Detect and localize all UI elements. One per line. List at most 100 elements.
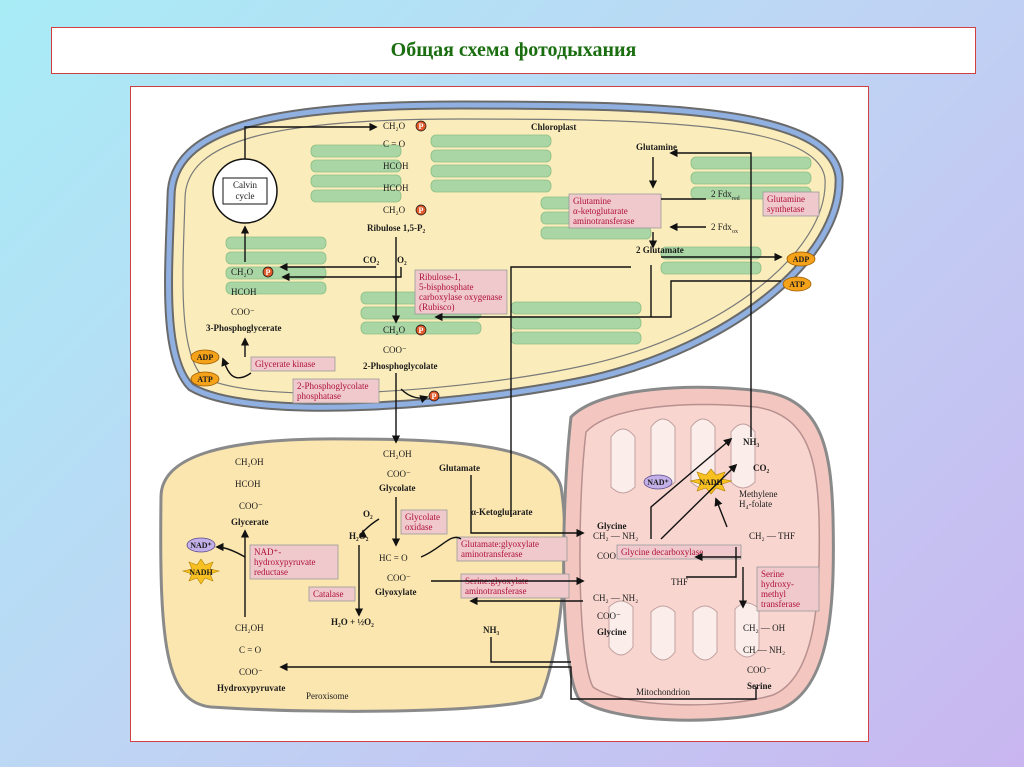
svg-text:Glycolate: Glycolate <box>405 512 440 522</box>
svg-text:phosphatase: phosphatase <box>297 391 341 401</box>
pga-name: 3-Phosphoglycerate <box>206 323 282 333</box>
glycolate-oxidase: Glycolate oxidase <box>400 509 448 535</box>
peroxisome-label: Peroxisome <box>306 691 349 701</box>
nad-badge-mito: NAD⁺ <box>643 474 673 490</box>
svg-text:CH₂OH: CH₂OH <box>235 623 264 633</box>
fdx-ox: 2 Fdx ox <box>711 222 738 235</box>
svg-text:P: P <box>266 268 271 277</box>
hydroxypyruvate-name: Hydroxypyruvate <box>217 683 285 693</box>
chloroplast-label: Chloroplast <box>531 122 576 132</box>
svg-text:Glycine decarboxylase: Glycine decarboxylase <box>621 547 703 557</box>
svg-text:COO⁻: COO⁻ <box>747 665 771 675</box>
svg-text:red: red <box>732 196 740 202</box>
svg-text:HCOH: HCOH <box>231 287 257 297</box>
svg-text:α-ketoglutarate: α-ketoglutarate <box>573 206 628 216</box>
rubisco-enzyme: Ribulose-1, 5-bisphosphate carboxylase o… <box>414 269 508 315</box>
svg-text:Ribulose-1,: Ribulose-1, <box>419 272 461 282</box>
svg-text:COO⁻: COO⁻ <box>597 611 621 621</box>
svg-text:C = O: C = O <box>239 645 262 655</box>
svg-text:hydroxy-: hydroxy- <box>761 579 794 589</box>
adp-badge-right: ADP <box>786 251 816 267</box>
svg-text:carboxylase oxygenase: carboxylase oxygenase <box>419 292 502 302</box>
svg-text:COO⁻: COO⁻ <box>597 551 621 561</box>
svg-text:5-bisphosphate: 5-bisphosphate <box>419 282 474 292</box>
svg-text:reductase: reductase <box>254 567 288 577</box>
shmt-enzyme: Serine hydroxy- methyl transferase <box>756 566 820 612</box>
svg-text:transferase: transferase <box>761 599 800 609</box>
svg-text:COO⁻: COO⁻ <box>387 573 411 583</box>
svg-text:P: P <box>432 392 437 401</box>
pathway-diagram: Chloroplast Peroxisome Mitochondrion Cal… <box>159 100 844 722</box>
phosphate-badge <box>415 324 427 336</box>
phosphate-released: P <box>428 390 440 402</box>
svg-text:CH₂O: CH₂O <box>383 325 406 335</box>
phosphate-badge <box>415 204 427 216</box>
svg-text:NADH: NADH <box>699 478 723 487</box>
svg-text:Glycerate kinase: Glycerate kinase <box>255 359 315 369</box>
svg-text:NAD⁺: NAD⁺ <box>647 478 669 487</box>
svg-text:COO⁻: COO⁻ <box>239 667 263 677</box>
glycerate: CH₂OH HCOH COO⁻ Glycerate <box>231 457 268 527</box>
svg-text:HCOH: HCOH <box>383 161 409 171</box>
glycolate-name: Glycolate <box>379 483 416 493</box>
sgat-enzyme: Serine:glyoxylate aminotransferase <box>460 573 570 599</box>
svg-text:Glutamine: Glutamine <box>767 194 805 204</box>
svg-text:CH — NH₂: CH — NH₂ <box>743 645 785 655</box>
h2o2: H₂O₂ <box>349 531 369 541</box>
svg-text:C = O: C = O <box>383 139 406 149</box>
svg-text:2-Phosphoglycolate: 2-Phosphoglycolate <box>297 381 369 391</box>
hydroxypyruvate-reductase: NAD⁺- hydroxypyruvate reductase <box>249 544 339 580</box>
mito-nh3: NH₃ <box>743 437 760 447</box>
svg-text:methyl: methyl <box>761 589 786 599</box>
svg-text:2 Fdx: 2 Fdx <box>711 189 732 199</box>
svg-text:COO⁻: COO⁻ <box>231 307 255 317</box>
gogat-enzyme: Glutamine α-ketoglutarate aminotransfera… <box>568 193 662 229</box>
glyoxylate-name: Glyoxylate <box>375 587 417 597</box>
glycine-2: CH₂ — NH₂ COO⁻ Glycine <box>593 593 638 637</box>
peroxisome-nh3: NH₃ <box>483 625 500 635</box>
svg-text:CH₂O: CH₂O <box>231 267 254 277</box>
svg-text:NAD⁺: NAD⁺ <box>190 541 212 550</box>
svg-text:CH₂ — OH: CH₂ — OH <box>743 623 786 633</box>
svg-text:aminotransferase: aminotransferase <box>573 216 634 226</box>
glycine-2-name: Glycine <box>597 627 627 637</box>
svg-text:H₄-folate: H₄-folate <box>739 499 772 509</box>
mitochondrion-label: Mitochondrion <box>636 687 690 697</box>
chloroplast-co2: CO₂ <box>363 255 380 265</box>
thf: THF <box>671 577 688 587</box>
peroxisome <box>159 437 567 713</box>
svg-text:HCOH: HCOH <box>235 479 261 489</box>
glycine-1: Glycine CH₂ — NH₂ COO⁻ <box>593 521 638 561</box>
photorespiration-figure: Chloroplast Peroxisome Mitochondrion Cal… <box>130 86 869 742</box>
calvin-cycle: Calvin cycle <box>212 158 278 224</box>
peroxisome-glutamate: Glutamate <box>439 463 480 473</box>
pglycolate-name: 2-Phosphoglycolate <box>363 361 438 371</box>
peroxisome-o2: O₂ <box>363 509 373 519</box>
phosphate-badge <box>415 120 427 132</box>
glycerate-name: Glycerate <box>231 517 268 527</box>
atp-badge-left: ATP <box>190 371 220 387</box>
water-oxygen: H₂O + ½O₂ <box>331 617 374 627</box>
pathway-arrows <box>215 122 783 700</box>
svg-text:Serine: Serine <box>761 569 784 579</box>
phosphate-badge <box>262 266 274 278</box>
svg-text:HCOH: HCOH <box>383 183 409 193</box>
svg-text:CH₂OH: CH₂OH <box>235 457 264 467</box>
svg-text:Catalase: Catalase <box>313 589 344 599</box>
svg-text:hydroxypyruvate: hydroxypyruvate <box>254 557 315 567</box>
svg-text:Methylene: Methylene <box>739 489 778 499</box>
2-phosphoglycolate: CH₂O P COO⁻ 2-Phosphoglycolate <box>363 324 438 371</box>
title-box: Общая схема фотодыхания <box>51 27 976 74</box>
svg-text:COO⁻: COO⁻ <box>239 501 263 511</box>
glycine-1-name: Glycine <box>597 521 627 531</box>
glutamine: Glutamine <box>636 142 677 152</box>
calvin-label-1: Calvin <box>233 180 257 190</box>
svg-text:ATP: ATP <box>789 280 805 289</box>
nadh-badge-mito: NADH <box>689 468 733 495</box>
glycine-decarboxylase: Glycine decarboxylase <box>616 544 742 560</box>
nad-badge-peroxisome: NAD⁺ <box>186 537 216 553</box>
fdx-red: 2 Fdx red <box>711 189 740 202</box>
svg-text:Glutamate:glyoxylate: Glutamate:glyoxylate <box>461 539 539 549</box>
two-glutamate: 2 Glutamate <box>636 245 684 255</box>
svg-text:CH₂OH: CH₂OH <box>383 449 412 459</box>
